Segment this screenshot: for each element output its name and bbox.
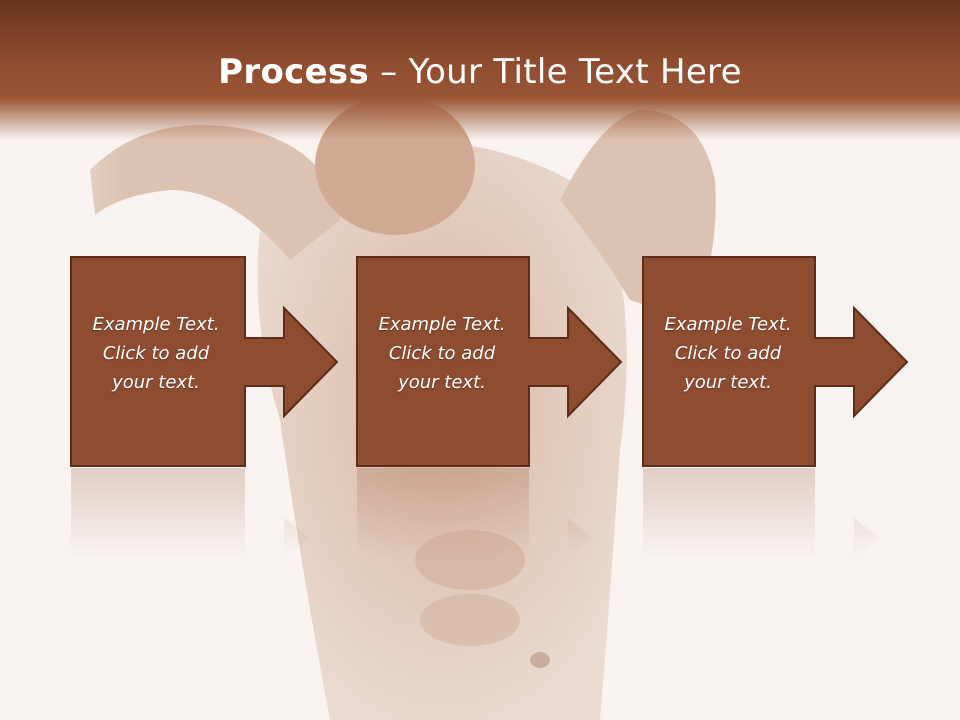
step-reflection-2	[356, 468, 628, 558]
process-step-2[interactable]: Example Text. Click to add your text.	[356, 256, 628, 468]
title-bar	[0, 0, 960, 140]
step-reflection-3	[642, 468, 914, 558]
slide-title[interactable]: Process – Your Title Text Here	[0, 52, 960, 92]
step-text: Example Text. Click to add your text.	[664, 314, 792, 393]
process-step-3[interactable]: Example Text. Click to add your text.	[642, 256, 914, 468]
title-rest: – Your Title Text Here	[369, 52, 742, 92]
step-text: Example Text. Click to add your text.	[378, 314, 506, 393]
step-arrow-shape	[356, 256, 623, 467]
process-step-1[interactable]: Example Text. Click to add your text.	[70, 256, 342, 468]
step-reflection-1	[70, 468, 342, 558]
step-arrow-shape	[70, 256, 339, 467]
title-bold: Process	[218, 52, 370, 92]
step-arrow-shape	[642, 256, 909, 467]
step-text: Example Text. Click to add your text.	[92, 314, 220, 393]
